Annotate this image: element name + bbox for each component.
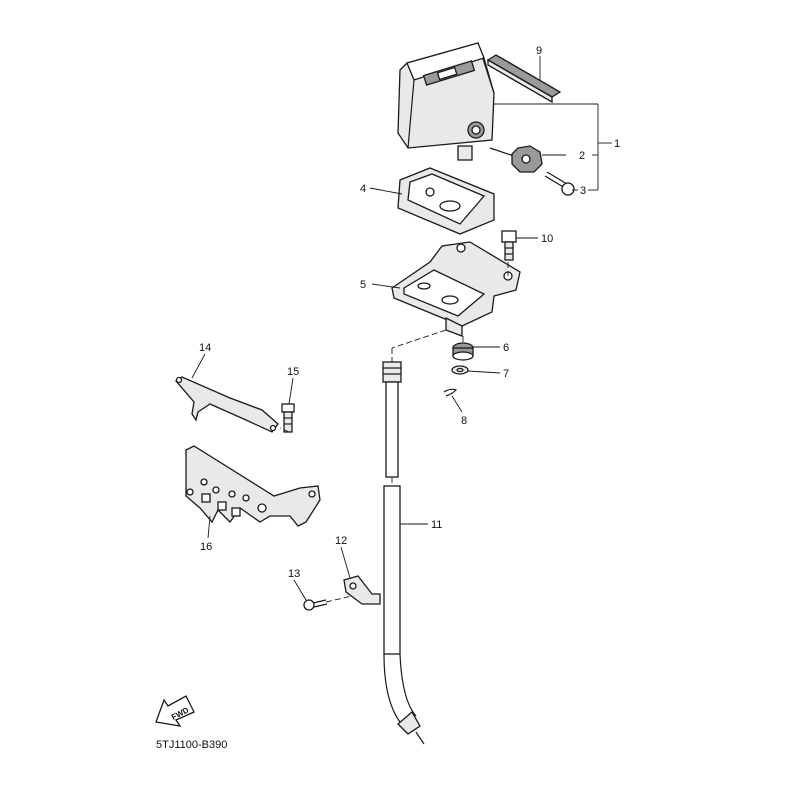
callout-3: 3 — [580, 185, 586, 197]
part-14-stay — [175, 376, 279, 433]
part-12-clamp — [343, 575, 381, 605]
callout-5: 5 — [360, 279, 366, 291]
part-6-grommet — [452, 342, 474, 361]
callout-10: 10 — [541, 233, 553, 245]
part-13-screw — [303, 599, 328, 611]
part-11-cable — [382, 361, 425, 745]
part-16-bracket — [185, 445, 321, 527]
part-4-upper-case — [397, 167, 495, 235]
part-7-washer — [451, 365, 469, 375]
part-2-gear — [489, 145, 543, 173]
part-1-meter-housing — [397, 42, 495, 161]
callout-1: 1 — [614, 138, 620, 150]
callout-12: 12 — [335, 535, 347, 547]
part-5-bracket — [391, 241, 521, 337]
callout-4: 4 — [360, 183, 366, 195]
callout-8: 8 — [461, 415, 467, 427]
part-15-bolt — [281, 403, 295, 433]
callout-14: 14 — [199, 342, 211, 354]
callout-13: 13 — [288, 568, 300, 580]
callout-labels: 9 1 2 3 4 10 5 6 7 8 14 15 11 16 12 13 — [199, 45, 620, 580]
assembly-dash-lines — [279, 262, 509, 603]
part-9-strip — [486, 54, 562, 104]
callout-11: 11 — [431, 519, 442, 531]
callout-15: 15 — [287, 366, 299, 378]
callout-6: 6 — [503, 342, 509, 354]
callout-2: 2 — [579, 150, 585, 162]
part-3-screw — [544, 171, 575, 196]
callout-9: 9 — [536, 45, 542, 57]
callout-7: 7 — [503, 368, 509, 380]
callout-16: 16 — [200, 541, 212, 553]
drawing-code: 5TJ1100-B390 — [156, 739, 227, 751]
part-10-bolt — [501, 230, 517, 261]
fwd-arrow-icon: FWD — [155, 695, 195, 727]
leader-lines — [191, 56, 612, 601]
part-8-pin — [443, 388, 458, 397]
